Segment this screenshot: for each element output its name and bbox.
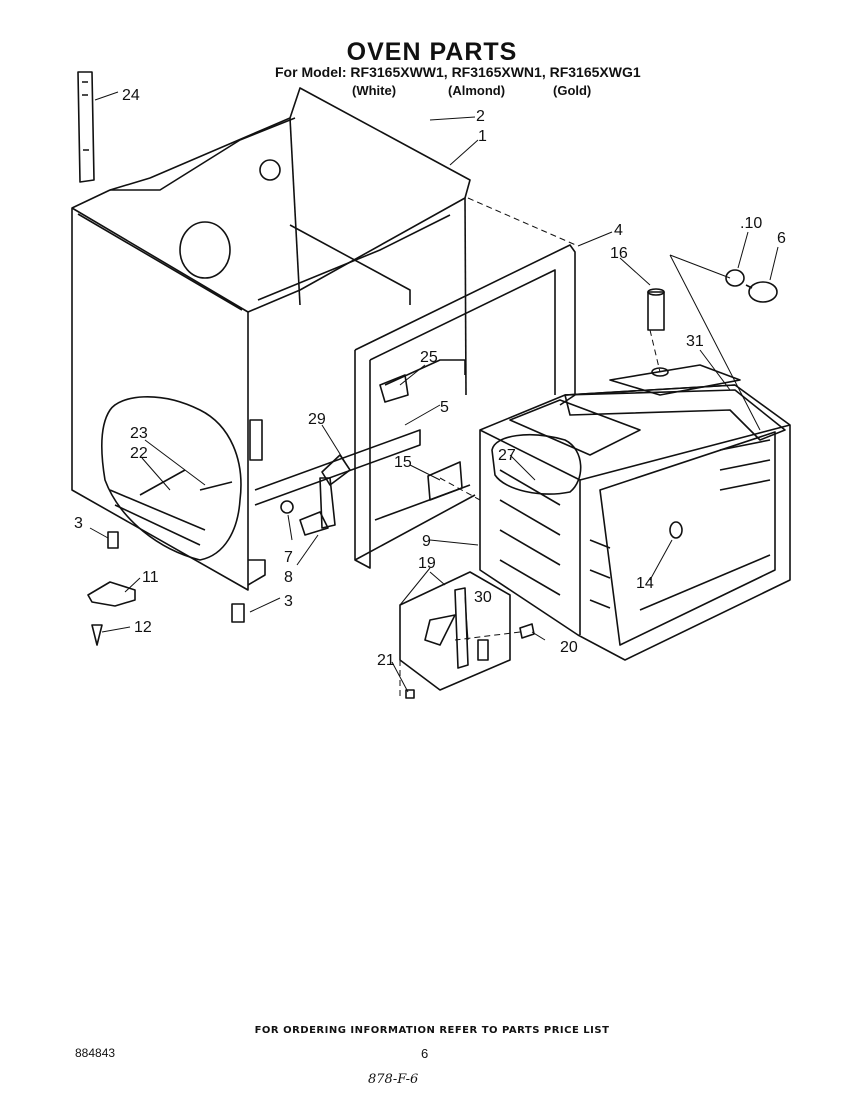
callout-2: 2 (476, 108, 485, 125)
igniter-bracket-19-30 (399, 571, 535, 699)
callout-10: .10 (740, 215, 762, 232)
callout-3-left: 3 (74, 515, 83, 532)
oven-cavity-liner (479, 364, 791, 661)
variant-gold: (Gold) (553, 83, 592, 98)
burner-assembly-22-23 (100, 396, 242, 561)
callout-5: 5 (440, 399, 449, 416)
cabinet-back (110, 87, 471, 586)
callout-29: 29 (308, 411, 326, 428)
front-frame (354, 244, 576, 569)
callout-14: 14 (636, 575, 654, 592)
callout-15: 15 (394, 454, 412, 471)
callout-30: 30 (474, 589, 492, 606)
leader-lines (89, 91, 779, 693)
callout-27: 27 (498, 447, 516, 464)
cabinet-side-panel (71, 117, 291, 591)
variant-white: (White) (352, 83, 397, 98)
callout-23: 23 (130, 425, 148, 442)
callout-7: 7 (284, 549, 293, 566)
part-31-heating-element (564, 389, 786, 441)
document-number: 884843 (75, 1046, 116, 1060)
handwritten-note: 878-F-6 (368, 1072, 419, 1087)
callout-6: 6 (777, 230, 786, 247)
callout-12: 12 (134, 619, 152, 636)
callout-25: 25 (420, 349, 438, 366)
callout-22: 22 (130, 445, 148, 462)
part-16-sleeve (647, 288, 669, 377)
part-24-rail (77, 71, 95, 183)
model-list: For Model: RF3165XWW1, RF3165XWN1, RF316… (275, 64, 641, 80)
callout-9: 9 (422, 533, 431, 550)
callout-19: 19 (418, 555, 436, 572)
callout-31: 31 (686, 333, 704, 350)
callout-21: 21 (377, 652, 395, 669)
leveling-parts-3-11-12 (87, 531, 245, 646)
oven-lamp-parts-6-10 (725, 269, 778, 303)
callout-3-right: 3 (284, 593, 293, 610)
part-27-callout-bubble (491, 434, 582, 495)
page-title: OVEN PARTS (346, 38, 518, 66)
page-number: 6 (421, 1046, 429, 1061)
callout-20: 20 (560, 639, 578, 656)
alignment-lines (399, 197, 661, 700)
ordering-note: FOR ORDERING INFORMATION REFER TO PARTS … (254, 1025, 610, 1036)
callout-1: 1 (478, 128, 487, 145)
exploded-parts-diagram: 24 2 1 4 16 .10 6 25 31 5 29 23 22 15 27… (71, 71, 791, 700)
callout-24: 24 (122, 87, 140, 104)
gas-valve-parts (280, 454, 463, 536)
variant-almond: (Almond) (448, 83, 506, 98)
callout-11: 11 (142, 569, 159, 586)
callout-8: 8 (284, 569, 293, 586)
callout-4: 4 (614, 222, 623, 239)
callout-16: 16 (610, 245, 628, 262)
